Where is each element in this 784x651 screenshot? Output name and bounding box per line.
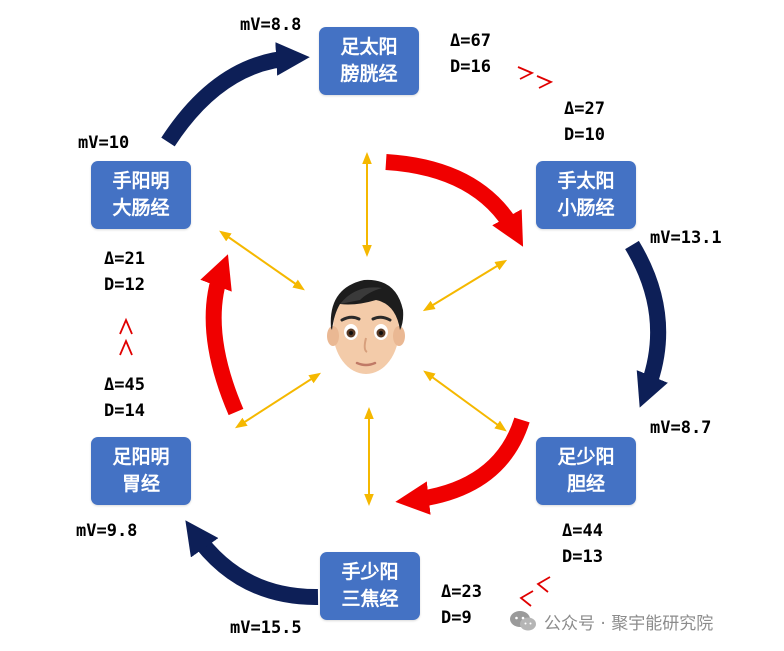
node-stomach-meridian[interactable]: 足阳明 胃经 [91, 437, 191, 505]
arrow-small-intestine-to-gallbladder [625, 240, 668, 408]
arrow-large-intestine-to-bladder [161, 42, 310, 147]
delta-label-right-b: Δ=23 D=9 [441, 579, 482, 631]
node-small-intestine-line2: 小肠经 [557, 197, 615, 219]
node-bladder-meridian[interactable]: 足太阳 膀胱经 [319, 27, 419, 95]
delta-value: Δ=23 [441, 582, 482, 602]
d-value: D=14 [104, 401, 145, 421]
node-triple-burner-line1: 手少阳 [341, 561, 399, 583]
chevron-top-right [517, 66, 554, 89]
node-gallbladder-line1: 足少阳 [557, 446, 615, 468]
mv-label-small-intestine: mV=13.1 [650, 228, 722, 248]
node-triple-burner-meridian[interactable]: 手少阳 三焦经 [320, 552, 420, 620]
node-gallbladder-line2: 胆经 [566, 473, 605, 495]
delta-label-left-b: Δ=45 D=14 [104, 372, 145, 424]
chevron-left [119, 317, 133, 356]
delta-value: Δ=44 [562, 521, 603, 541]
mv-label-bladder: mV=8.8 [240, 15, 302, 35]
mv-label-large-intestine: mV=10 [78, 133, 130, 153]
delta-label-left-a: Δ=21 D=12 [104, 246, 145, 298]
face-avatar-icon [327, 279, 405, 374]
node-bladder-line2: 膀胱经 [340, 63, 398, 85]
delta-label-right-a: Δ=44 D=13 [562, 518, 603, 570]
link-center-lower-right [423, 370, 507, 432]
node-triple-burner-line2: 三焦经 [341, 588, 399, 610]
delta-value: Δ=67 [450, 31, 491, 51]
link-center-upper-left [219, 230, 305, 291]
delta-value: Δ=27 [564, 99, 605, 119]
d-value: D=13 [562, 547, 603, 567]
link-center-lower-left [234, 372, 322, 429]
node-large-intestine-line2: 大肠经 [112, 197, 170, 219]
d-value: D=9 [441, 608, 472, 628]
mv-label-gallbladder: mV=8.7 [650, 418, 712, 438]
mv-label-triple-burner: mV=15.5 [230, 618, 302, 638]
delta-value: Δ=45 [104, 375, 145, 395]
node-small-intestine-meridian[interactable]: 手太阳 小肠经 [536, 161, 636, 229]
arrow-to-small-intestine [385, 154, 524, 247]
chevron-bottom-right [519, 576, 551, 607]
node-small-intestine-line1: 手太阳 [557, 170, 615, 192]
node-stomach-line1: 足阳明 [112, 446, 170, 468]
arrow-to-large-intestine [200, 254, 244, 416]
d-value: D=12 [104, 275, 145, 295]
arrow-to-triple-burner [395, 417, 530, 515]
node-stomach-line2: 胃经 [121, 473, 160, 495]
delta-value: Δ=21 [104, 249, 145, 269]
delta-label-top-a: Δ=67 D=16 [450, 28, 491, 80]
delta-label-top-b: Δ=27 D=10 [564, 96, 605, 148]
mv-label-stomach: mV=9.8 [76, 521, 138, 541]
node-large-intestine-meridian[interactable]: 手阳明 大肠经 [91, 161, 191, 229]
link-center-upper-right [422, 259, 508, 312]
watermark: 公众号 · 聚宇能研究院 [508, 608, 713, 634]
arrow-triple-burner-to-stomach [185, 520, 319, 606]
watermark-text: 公众号 · 聚宇能研究院 [544, 613, 714, 634]
node-bladder-line1: 足太阳 [340, 36, 398, 58]
node-gallbladder-meridian[interactable]: 足少阳 胆经 [536, 437, 636, 505]
node-large-intestine-line1: 手阳明 [112, 170, 170, 192]
d-value: D=16 [450, 57, 491, 77]
wechat-icon [510, 611, 536, 631]
d-value: D=10 [564, 125, 605, 145]
